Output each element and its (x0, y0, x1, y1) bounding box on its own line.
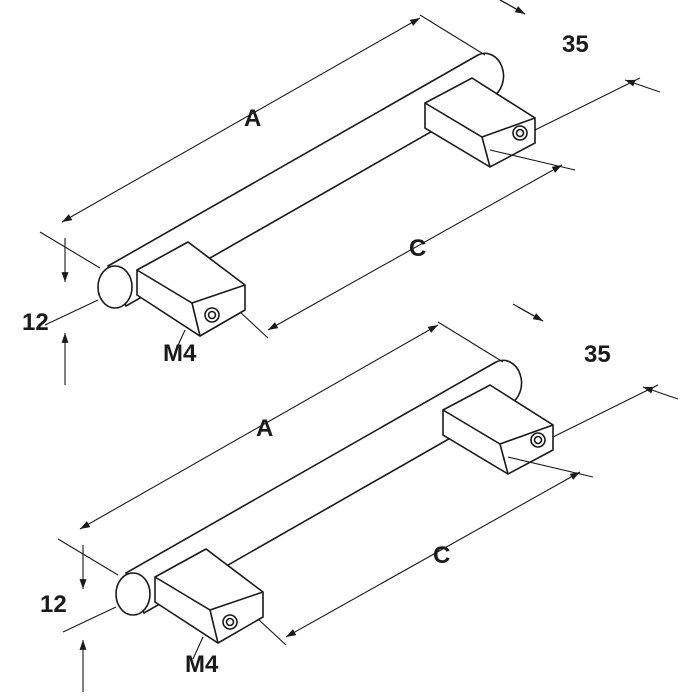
dimension-35-label: 35 (584, 341, 611, 368)
dimension-a-label: A (256, 415, 273, 442)
dimension-c-label: C (409, 235, 426, 262)
handle-bottom-drawing: A C 35 12 M4 (40, 304, 678, 692)
dimension-c-label: C (433, 542, 450, 569)
dimension-35-label: 35 (562, 31, 589, 58)
dimension-12-label: 12 (40, 591, 67, 618)
thread-m4-label: M4 (163, 340, 197, 367)
handle-top-drawing: A C 35 12 M4 (22, 0, 660, 385)
thread-m4-label: M4 (185, 651, 219, 678)
dimension-a-label: A (244, 105, 261, 132)
dimension-12-label: 12 (22, 309, 49, 336)
